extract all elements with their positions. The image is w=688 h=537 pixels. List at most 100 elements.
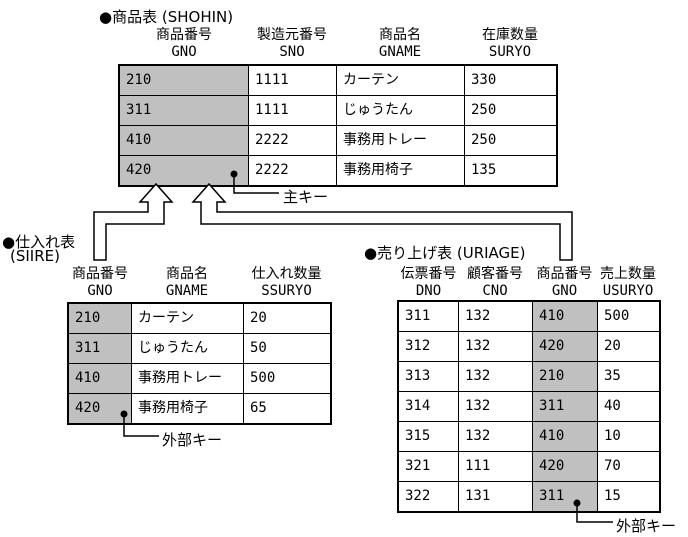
table-cell: 132 bbox=[458, 422, 532, 451]
table-cell: 132 bbox=[458, 302, 532, 331]
table-cell: 322 bbox=[405, 488, 431, 504]
table-row: 410 事務用トレー 500 bbox=[69, 363, 330, 393]
table-row: 210 カーテン 20 bbox=[69, 304, 330, 333]
column-name: 伝票番号 bbox=[400, 266, 457, 282]
siire-header-row: 商品番号 GNO 商品名 GNAME 仕入れ数量 SSURYO bbox=[69, 266, 330, 300]
table-cell: 420 bbox=[532, 452, 597, 481]
column-name: 商品番号 bbox=[72, 266, 128, 282]
table-cell: 420 bbox=[120, 156, 248, 185]
table-row: 311 132 410 500 bbox=[399, 302, 659, 331]
foreign-key-label-siire: 外部キー bbox=[162, 431, 223, 449]
column-name: 商品番号 bbox=[156, 27, 212, 43]
table-row: 314 132 311 40 bbox=[399, 391, 659, 421]
column-name: 在庫数量 bbox=[482, 27, 538, 43]
column-code: SSURYO bbox=[261, 283, 312, 299]
table-cell: 111 bbox=[458, 452, 532, 481]
column-code: GNO bbox=[551, 283, 578, 299]
column-code: GNAME bbox=[165, 283, 209, 299]
table-cell: 35 bbox=[597, 362, 659, 391]
table-cell: 210 bbox=[120, 66, 248, 95]
siire-table: 210 カーテン 20 311 じゅうたん 50 410 事務用トレー 500 … bbox=[67, 302, 332, 425]
column-name: 商品番号 bbox=[536, 266, 593, 282]
table-cell: 311 bbox=[405, 308, 431, 324]
table-cell: じゅうたん bbox=[131, 334, 243, 363]
table-cell: 210 bbox=[69, 304, 131, 333]
table-cell: 20 bbox=[243, 304, 330, 333]
table-cell: 250 bbox=[464, 96, 556, 125]
table-cell: 314 bbox=[405, 398, 431, 414]
siire-col-header-ssuryo: 仕入れ数量 SSURYO bbox=[243, 266, 330, 300]
table-cell: 50 bbox=[243, 334, 330, 363]
table-row: 410 2222 事務用トレー 250 bbox=[120, 125, 556, 155]
table-cell: 10 bbox=[597, 422, 659, 451]
shohin-col-header-gno: 商品番号 GNO bbox=[120, 27, 248, 61]
foreign-key-arrow-siire-to-shohin bbox=[93, 182, 174, 261]
table-cell: 135 bbox=[464, 156, 556, 185]
table-row: 420 2222 事務用椅子 135 bbox=[120, 155, 556, 185]
table-cell: カーテン bbox=[131, 304, 243, 333]
table-cell: 事務用トレー bbox=[131, 364, 243, 393]
table-cell: 330 bbox=[464, 66, 556, 95]
table-row: 322 131 311 15 bbox=[399, 481, 659, 511]
table-cell: 410 bbox=[532, 302, 597, 331]
table-cell: 410 bbox=[69, 364, 131, 393]
column-code: SNO bbox=[279, 44, 305, 60]
shohin-col-header-suryo: 在庫数量 SURYO bbox=[464, 27, 556, 61]
table-row: 311 1111 じゅうたん 250 bbox=[120, 95, 556, 125]
column-code: CNO bbox=[482, 283, 508, 299]
table-cell: 132 bbox=[458, 392, 532, 421]
table-cell: 131 bbox=[458, 482, 532, 511]
uriage-table: 311 132 410 500 312 132 420 20 313 132 2… bbox=[397, 300, 661, 513]
siire-table-title-line1: ●仕入れ表 bbox=[2, 233, 76, 251]
table-cell: 313 bbox=[405, 368, 431, 384]
uriage-header-row: 伝票番号 DNO 顧客番号 CNO 商品番号 GNO 売上数量 USURYO bbox=[399, 266, 659, 300]
shohin-col-header-sno: 製造元番号 SNO bbox=[248, 27, 336, 61]
table-cell: 1111 bbox=[248, 96, 336, 125]
table-row: 311 じゅうたん 50 bbox=[69, 333, 330, 363]
column-code: GNO bbox=[171, 44, 197, 60]
table-cell: 420 bbox=[532, 332, 597, 361]
table-cell: 500 bbox=[243, 364, 330, 393]
table-cell: 410 bbox=[532, 422, 597, 451]
table-cell: 312 bbox=[405, 338, 431, 354]
table-row: 210 1111 カーテン 330 bbox=[120, 66, 556, 95]
uriage-col-header-dno: 伝票番号 DNO bbox=[399, 266, 458, 300]
foreign-key-label-uriage: 外部キー bbox=[616, 517, 677, 535]
column-code: GNO bbox=[87, 283, 113, 299]
shohin-header-row: 商品番号 GNO 製造元番号 SNO 商品名 GNAME 在庫数量 SURYO bbox=[120, 27, 556, 61]
table-row: 420 事務用椅子 65 bbox=[69, 393, 330, 423]
table-row: 312 132 420 20 bbox=[399, 331, 659, 361]
column-code: DNO bbox=[415, 283, 442, 299]
table-cell: 132 bbox=[458, 362, 532, 391]
uriage-col-header-gno: 商品番号 GNO bbox=[532, 266, 597, 300]
column-code: SURYO bbox=[488, 44, 532, 60]
column-name: 商品名 bbox=[166, 266, 208, 282]
table-cell: 250 bbox=[464, 126, 556, 155]
column-name: 仕入れ数量 bbox=[251, 266, 322, 282]
table-cell: 事務用椅子 bbox=[336, 156, 464, 185]
table-cell: カーテン bbox=[336, 66, 464, 95]
siire-table-title-line2: (SIIRE) bbox=[10, 247, 60, 265]
uriage-table-title: ●売り上げ表 (URIAGE) bbox=[364, 244, 526, 262]
table-cell: じゅうたん bbox=[336, 96, 464, 125]
table-row: 321 111 420 70 bbox=[399, 451, 659, 481]
table-cell: 210 bbox=[532, 362, 597, 391]
uriage-col-header-usuryo: 売上数量 USURYO bbox=[597, 266, 659, 300]
table-row: 313 132 210 35 bbox=[399, 361, 659, 391]
table-cell: 321 bbox=[405, 458, 431, 474]
table-cell: 311 bbox=[69, 334, 131, 363]
shohin-col-header-gname: 商品名 GNAME bbox=[336, 27, 464, 61]
table-cell: 事務用トレー bbox=[336, 126, 464, 155]
primary-key-label: 主キー bbox=[283, 188, 329, 206]
siire-col-header-gno: 商品番号 GNO bbox=[69, 266, 131, 300]
table-cell: 311 bbox=[532, 482, 597, 511]
uriage-col-header-cno: 顧客番号 CNO bbox=[458, 266, 532, 300]
siire-col-header-gname: 商品名 GNAME bbox=[131, 266, 243, 300]
table-row: 315 132 410 10 bbox=[399, 421, 659, 451]
table-cell: 2222 bbox=[248, 126, 336, 155]
table-cell: 65 bbox=[243, 394, 330, 423]
table-cell: 500 bbox=[597, 302, 659, 331]
table-cell: 1111 bbox=[248, 66, 336, 95]
table-cell: 420 bbox=[69, 394, 131, 423]
